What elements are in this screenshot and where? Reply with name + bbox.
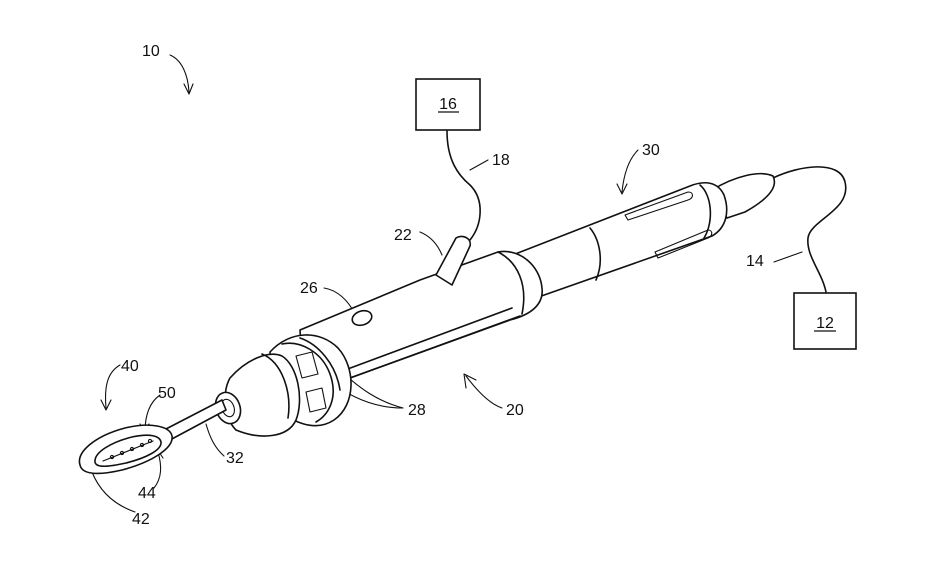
device-drawing xyxy=(79,174,774,474)
label-22: 22 xyxy=(394,227,412,244)
label-14: 14 xyxy=(746,253,764,270)
label-30: 30 xyxy=(642,142,660,159)
label-26: 26 xyxy=(300,280,318,297)
label-42: 42 xyxy=(132,511,150,528)
label-10: 10 xyxy=(142,43,160,60)
generator-box: 12 xyxy=(794,293,856,349)
label-50: 50 xyxy=(158,385,176,402)
label-16: 16 xyxy=(439,96,457,113)
label-28: 28 xyxy=(408,402,426,419)
label-40: 40 xyxy=(121,358,139,375)
fluid-source-box: 16 xyxy=(416,79,480,130)
label-12: 12 xyxy=(816,315,834,332)
label-44: 44 xyxy=(138,485,156,502)
label-32: 32 xyxy=(226,450,244,467)
label-18: 18 xyxy=(492,152,510,169)
label-20: 20 xyxy=(506,402,524,419)
